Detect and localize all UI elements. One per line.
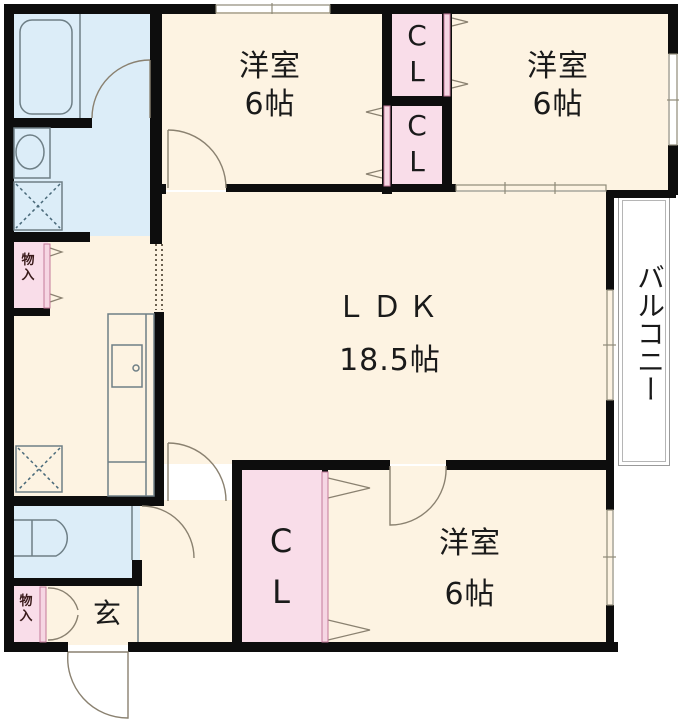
wall-ldk-bed-bottom-a — [232, 460, 390, 470]
room-size: 6帖 — [244, 86, 296, 122]
wall-right-bed-b — [606, 605, 614, 652]
bedroom-bottom: 洋室 6帖 — [400, 518, 540, 620]
balcony — [618, 196, 670, 466]
wall-closet-right — [442, 4, 452, 190]
wall-top-bed-bottom-b — [226, 184, 456, 192]
toilet — [12, 505, 140, 583]
bedroom-top-right-floor — [450, 12, 668, 190]
wall-bottom-left — [4, 642, 68, 652]
storage-entrance-label: 物 入 — [19, 594, 33, 624]
bedroom-top-left: 洋室 6帖 — [200, 48, 340, 123]
wall-closet-bottom-left — [232, 460, 242, 650]
ldk: ＬＤＫ 18.5帖 — [290, 282, 490, 387]
bedroom-bottom-floor — [322, 466, 612, 645]
room-size: 6帖 — [532, 86, 584, 122]
wall-kitchen-right — [154, 312, 164, 504]
wall-right-top2 — [668, 145, 678, 195]
entrance-label: 玄 — [92, 597, 121, 630]
wall-bath-wash — [12, 118, 92, 128]
room-name: ＬＤＫ — [336, 290, 444, 325]
wall-wash-hall — [12, 232, 90, 242]
ldk-floor — [160, 192, 612, 464]
wall-left — [4, 4, 14, 650]
wall-toilet-bottom — [12, 578, 142, 586]
wall-toilet-right — [132, 560, 142, 584]
room-name: 洋室 — [527, 49, 589, 84]
wall-top-left — [6, 4, 216, 14]
closet-bottom-label: C L — [269, 522, 293, 612]
wall-ldk-bed-bottom-b — [446, 460, 614, 470]
wall-closet-mid — [382, 96, 452, 106]
closet-top-upper-label: C L — [407, 19, 427, 89]
closet-top-upper[interactable] — [390, 12, 444, 98]
wall-right-ldk-a — [606, 190, 614, 290]
wall-right-ldk-top — [606, 190, 676, 198]
washroom — [12, 124, 154, 236]
wall-bath-wash-end — [150, 118, 162, 128]
wall-right-top — [668, 4, 678, 54]
room-name: 洋室 — [439, 526, 501, 561]
storage-hall[interactable] — [12, 240, 48, 310]
closet-top-lower-label: C L — [407, 109, 427, 179]
closet-top-lower[interactable] — [390, 104, 444, 188]
balcony-label: バルコニー — [633, 263, 666, 403]
room-size: 6帖 — [444, 577, 496, 612]
wall-right-bed-a — [606, 464, 614, 510]
wall-storage-bottom — [12, 308, 50, 316]
wall-top-bed-bottom-a — [156, 184, 166, 194]
storage-entrance[interactable] — [12, 585, 42, 643]
wall-hall-toilet — [12, 496, 164, 506]
bedroom-top-right: 洋室 6帖 — [488, 48, 628, 123]
storage-hall-label: 物 入 — [21, 253, 35, 283]
wall-right-ldk-b — [606, 400, 614, 470]
room-name: 洋室 — [239, 49, 301, 84]
room-size: 18.5帖 — [339, 342, 441, 378]
wall-top-mid — [330, 4, 676, 14]
closet-bottom[interactable] — [240, 468, 322, 646]
corridor — [140, 500, 232, 645]
wall-closet-bottom-right — [322, 464, 328, 476]
bedroom-top-left-floor — [160, 12, 384, 190]
bathroom — [12, 12, 154, 124]
wall-bottom-right — [128, 642, 618, 652]
